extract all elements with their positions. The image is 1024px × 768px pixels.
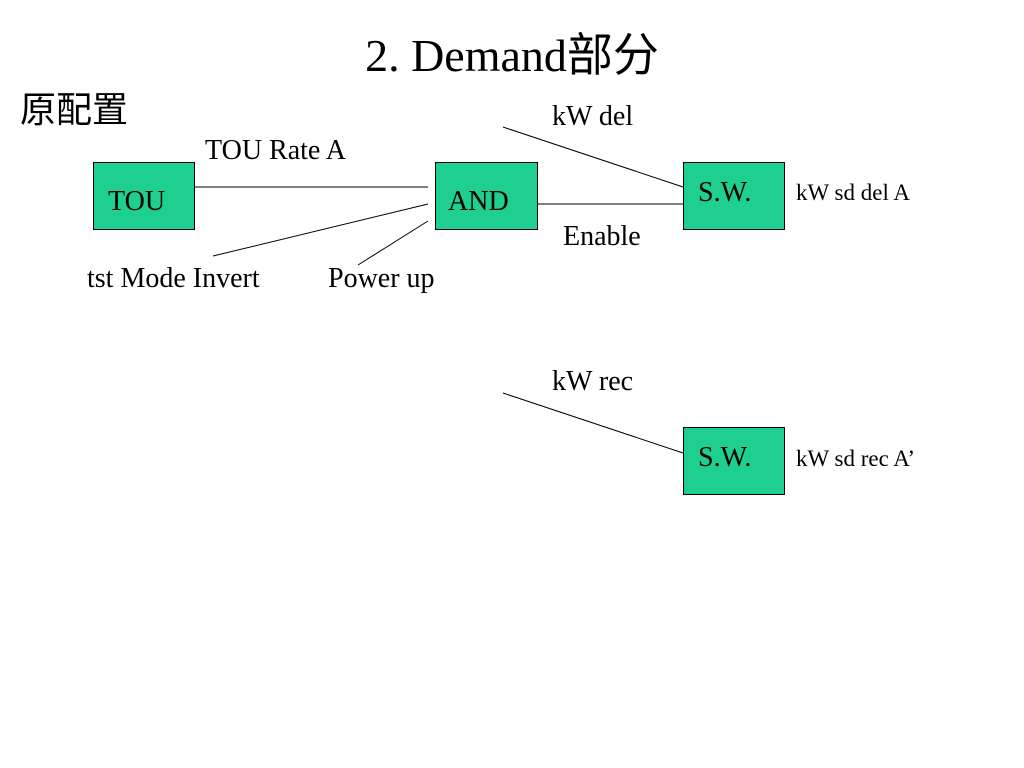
- kw-rec-wire: [502, 392, 684, 454]
- kw-sd-del-a-label: kW sd del A: [796, 180, 910, 205]
- page-title: 2. Demand部分: [365, 30, 659, 81]
- kw-rec-label: kW rec: [552, 366, 634, 397]
- and-gate-block: AND: [435, 162, 538, 230]
- kw-sd-rec-a-label: kW sd rec A’: [796, 446, 916, 471]
- switch-del-block: S.W.: [683, 162, 785, 230]
- section-subtitle: 原配置: [20, 90, 129, 130]
- tou-rate-a-label: TOU Rate A: [205, 135, 347, 166]
- enable-label: Enable: [563, 221, 641, 252]
- power-up-wire: [357, 220, 429, 266]
- tou-block: TOU: [93, 162, 195, 230]
- kw-del-wire: [502, 126, 684, 188]
- tst-mode-invert-wire: [212, 203, 429, 257]
- power-up-label: Power up: [328, 263, 435, 294]
- kw-del-label: kW del: [552, 101, 634, 132]
- switch-rec-block: S.W.: [683, 427, 785, 495]
- tst-mode-invert-label: tst Mode Invert: [87, 263, 260, 294]
